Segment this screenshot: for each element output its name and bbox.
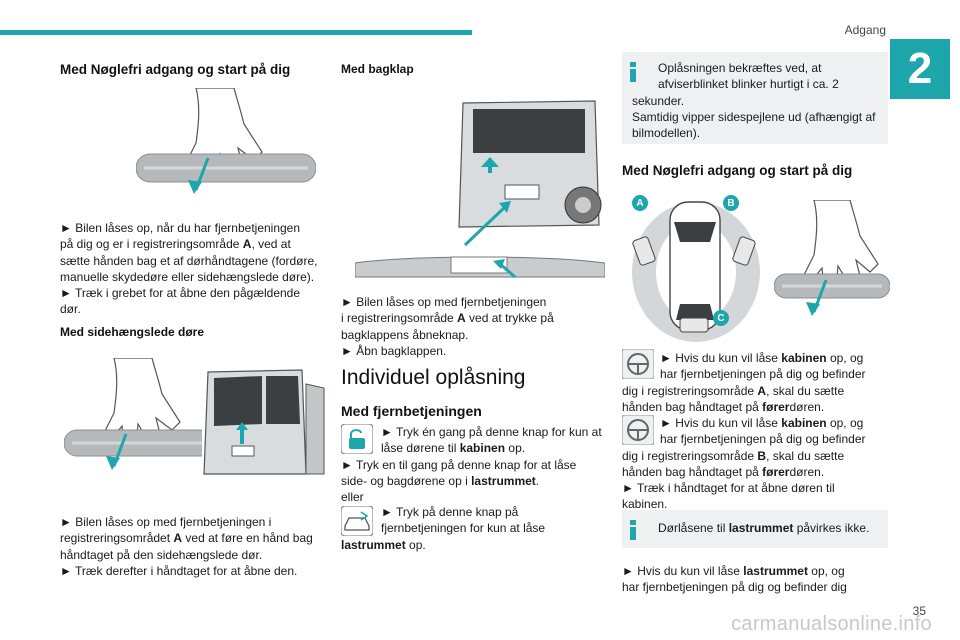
info2-text: Dørlåsene til lastrummet påvirkes ikke. [658, 521, 870, 535]
header-section-title: Adgang [844, 23, 886, 37]
tailgate-van-icon [355, 100, 605, 279]
hand-on-handle-icon [136, 88, 316, 194]
col1-para1: ► Bilen låses op, når du har fjernbetjen… [60, 221, 318, 317]
chapter-tab: 2 [890, 39, 950, 99]
col3-para1: ► Hvis du kun vil låse kabinen op, og ha… [622, 351, 866, 414]
steering-wheel-icon [621, 348, 655, 380]
col2-section-heading: Individuel oplåsning [341, 366, 526, 389]
info-box-1: Oplåsningen bekræftes ved, at afviserbli… [622, 52, 888, 144]
side-door-van-icon [202, 364, 328, 480]
info-icon [630, 62, 636, 82]
col1-para2: ► Bilen låses op med fjernbetjeningen i … [60, 515, 313, 578]
col3-para2: ► Hvis du kun vil låse kabinen op, og ha… [622, 416, 866, 512]
zone-a-badge: A [632, 195, 648, 211]
van-unlock-button-glyph [340, 505, 374, 537]
zone-c-badge: C [713, 310, 729, 326]
detection-zones-diagram [630, 192, 762, 342]
zone-b-badge: B [723, 195, 739, 211]
header-bar [0, 30, 472, 35]
col2-subheading: Med bagklap [341, 62, 414, 76]
col2-para1: ► Bilen låses op med fjernbetjeningen i … [341, 295, 554, 358]
col1-heading: Med Nøglefri adgang og start på dig [60, 62, 291, 77]
info-icon [630, 520, 636, 540]
info-box-2: Dørlåsene til lastrummet påvirkes ikke. [622, 510, 888, 548]
info1-text: Oplåsningen bekræftes ved, at afviserbli… [632, 61, 876, 141]
watermark: carmanualsonline.info [731, 613, 932, 635]
hand-on-handle-icon [64, 358, 214, 470]
col3-para3: ► Hvis du kun vil låse lastrummet op, og… [622, 564, 847, 595]
col3-heading: Med Nøglefri adgang og start på dig [622, 163, 853, 178]
van-unlock-button-icon [340, 505, 374, 537]
page-number: 35 [912, 604, 926, 618]
hand-on-handle-icon [774, 200, 890, 316]
col2-sub-section: Med fjernbetjeningen [341, 403, 482, 419]
col2-para3: ► Tryk på denne knap på fjernbetjeningen… [341, 505, 546, 552]
steering-wheel-glyph [621, 348, 655, 380]
col2-para2: ► Tryk én gang på denne knap for kun at … [341, 425, 602, 505]
col1-subheading: Med sidehængslede døre [60, 325, 205, 339]
